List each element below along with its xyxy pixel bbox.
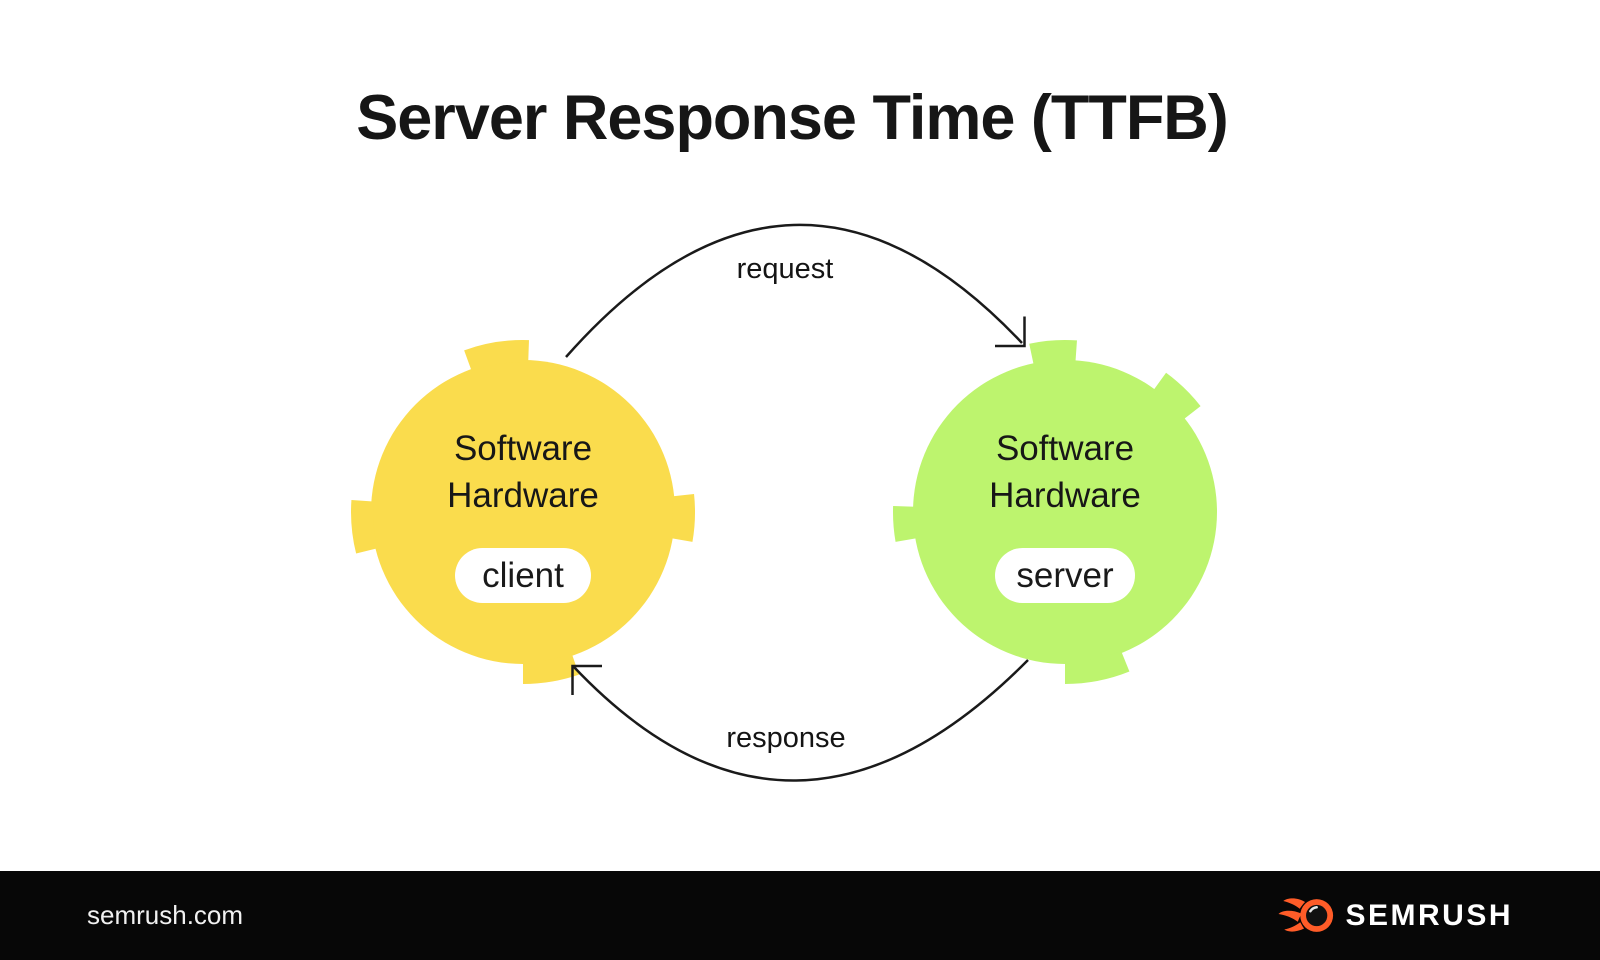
server-circle-body	[913, 360, 1217, 664]
client-node-line1: Software	[453, 429, 593, 468]
page-title: Server Response Time (TTFB)	[356, 83, 1229, 153]
brand-wordmark: SEMRUSH	[1345, 898, 1513, 932]
server-circle-tab-upper-right	[1152, 372, 1201, 420]
server-circle-tab-left	[893, 506, 918, 542]
server-badge: server	[995, 548, 1135, 603]
response-arrow	[571, 659, 1029, 782]
server-node-line1: Software	[995, 429, 1135, 468]
server-node-label: Software Hardware	[905, 425, 1225, 519]
response-arrowhead-icon	[571, 664, 602, 695]
client-node-line2: Hardware	[447, 476, 599, 515]
client-circle-tab-right	[670, 494, 696, 542]
client-node-label: Software Hardware	[363, 425, 683, 519]
client-circle-tab-left	[351, 500, 378, 554]
request-arrow	[565, 223, 1026, 358]
server-node-line2: Hardware	[989, 476, 1141, 515]
request-arrowhead-icon	[995, 316, 1026, 348]
client-circle-body	[371, 360, 675, 664]
server-circle-tab-top	[1029, 340, 1077, 366]
client-circle-tab-bottom	[522, 653, 579, 684]
brand-logo: SEMRUSH	[1278, 871, 1513, 960]
comet-flame-bottom	[1284, 922, 1305, 932]
semrush-comet-icon	[1278, 898, 1334, 932]
request-label: request	[736, 253, 834, 285]
server-circle-tab-bottom	[1064, 650, 1130, 685]
client-circle	[351, 340, 696, 684]
footer-website: semrush.com	[87, 900, 244, 930]
response-arrow-curve	[572, 659, 1029, 782]
server-circle	[893, 340, 1217, 685]
footer-bar: semrush.com SEMRUSH	[0, 871, 1600, 960]
request-arrow-curve	[565, 223, 1023, 358]
comet-flame-top	[1283, 898, 1306, 909]
client-badge: client	[455, 548, 591, 603]
client-circle-tab-top	[464, 340, 529, 372]
response-label: response	[726, 722, 846, 754]
comet-ball-highlight	[1309, 906, 1319, 913]
comet-flame-middle	[1278, 910, 1303, 922]
